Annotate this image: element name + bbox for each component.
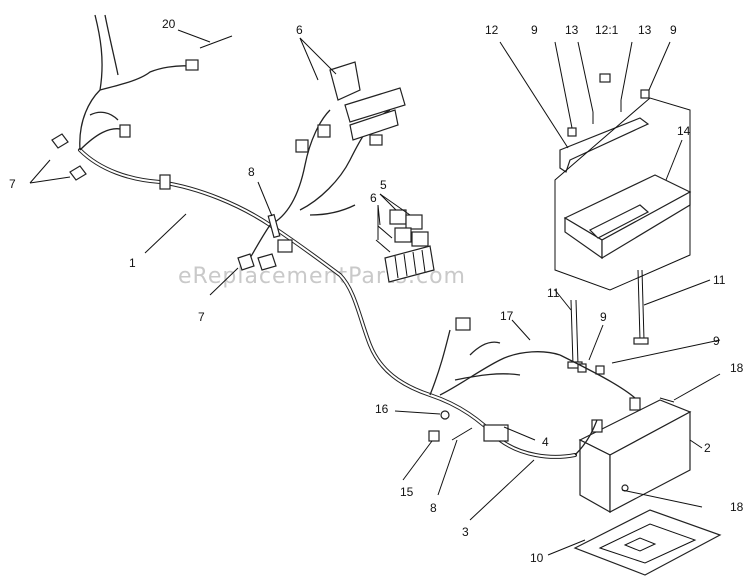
callout-7-left: 7: [9, 177, 16, 191]
connector-mid: [455, 317, 471, 331]
part-2-battery: [578, 397, 692, 514]
callout-13-left: 13: [565, 23, 579, 37]
harness-clip: [159, 174, 171, 190]
harness-terminal-block: [483, 424, 509, 442]
part-10-battery-tray: [573, 509, 722, 576]
battery-cable-neg: [574, 419, 598, 456]
callout-11-left: 11: [547, 286, 560, 300]
connector-upper-1: [295, 139, 309, 153]
callout-18-top: 18: [730, 361, 744, 375]
connector-left: [119, 124, 131, 138]
callout-8-upper: 8: [248, 165, 255, 179]
callout-16: 16: [375, 402, 389, 416]
part-14-battery-cover: [563, 174, 692, 260]
part-18-screw-top: [659, 397, 675, 403]
callout-12-1: 12:1: [595, 23, 619, 37]
main-wire-harness: [78, 14, 577, 459]
callout-15: 15: [400, 485, 414, 499]
callout-5: 5: [380, 178, 387, 192]
part-6-screws: [375, 225, 393, 253]
part-12-1-pad: [599, 73, 611, 83]
part-9-nut-1: [567, 127, 577, 137]
callout-7-lower: 7: [198, 310, 205, 324]
callout-9-right: 9: [713, 334, 720, 348]
fuse-block: [384, 245, 435, 283]
part-11-rods: [567, 269, 649, 369]
callout-6-top: 6: [296, 23, 303, 37]
callout-3: 3: [462, 525, 469, 539]
callout-labels: 20 6 12 9 13 12:1 13 9 14 7 8 5 6 1 7 11…: [9, 17, 744, 565]
callout-9-top-right: 9: [670, 23, 677, 37]
callout-1: 1: [129, 256, 136, 270]
callout-8-lower: 8: [430, 501, 437, 515]
callout-6-mid: 6: [370, 191, 377, 205]
part-9-nut-2: [640, 89, 650, 99]
part-12-bracket: [559, 73, 650, 173]
harness-connectors: [119, 59, 509, 442]
part-7-plugs-lower: [237, 253, 277, 271]
callout-18-bottom: 18: [730, 500, 744, 514]
callout-4: 4: [542, 435, 549, 449]
part-8-fuse: [267, 213, 281, 239]
part-7-plugs-left: [51, 133, 87, 181]
callout-17: 17: [500, 309, 514, 323]
callout-10: 10: [530, 551, 544, 565]
connector-upper-2: [317, 124, 331, 138]
part-20-tie: [199, 35, 233, 49]
callout-20: 20: [162, 17, 176, 31]
cover-outline: [554, 97, 691, 291]
part-5-relays: [389, 209, 429, 247]
part-16-washer: [440, 410, 450, 420]
callout-13-right: 13: [638, 23, 652, 37]
battery-cable-pos: [559, 354, 636, 399]
connector-top: [185, 59, 199, 71]
callout-12: 12: [485, 23, 499, 37]
part-8-bolt: [451, 427, 473, 441]
connector-upper-3: [369, 134, 383, 146]
part-9-nut-4: [595, 365, 605, 375]
part-15-boot: [428, 430, 440, 442]
callout-14: 14: [677, 124, 691, 138]
callout-9-top-left: 9: [531, 23, 538, 37]
part-6-brackets: [329, 61, 406, 141]
harness-grommet: [277, 239, 293, 253]
callout-11-right: 11: [713, 273, 726, 287]
leader-lines: [29, 29, 721, 556]
callout-2: 2: [704, 441, 711, 455]
callout-9-mid: 9: [600, 310, 607, 324]
